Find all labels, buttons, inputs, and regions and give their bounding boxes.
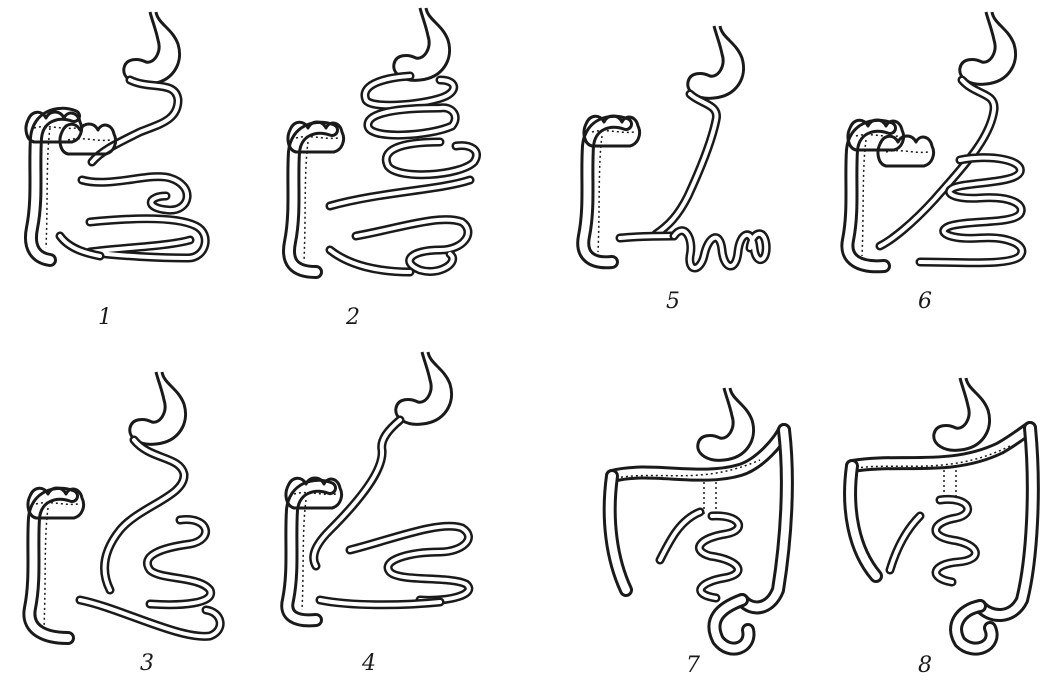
figure-4-label: 4 <box>361 651 376 676</box>
figure-3-label: 3 <box>140 651 154 676</box>
figure-6-label: 6 <box>918 289 932 314</box>
figure-5-label: 5 <box>666 289 680 314</box>
figure-6: 6 <box>847 12 1022 314</box>
figure-7: 7 <box>610 388 787 678</box>
figure-1-label: 1 <box>98 305 112 330</box>
figure-5: 5 <box>583 26 766 314</box>
figure-1: 1 <box>26 12 205 330</box>
figure-4: 4 <box>286 352 469 676</box>
figure-7-label: 7 <box>686 653 700 678</box>
figure-8-label: 8 <box>918 653 932 678</box>
figure-8: 8 <box>850 378 1033 678</box>
figure-2: 2 <box>288 8 477 330</box>
figure-3: 3 <box>28 372 220 676</box>
figure-2-label: 2 <box>345 305 360 330</box>
